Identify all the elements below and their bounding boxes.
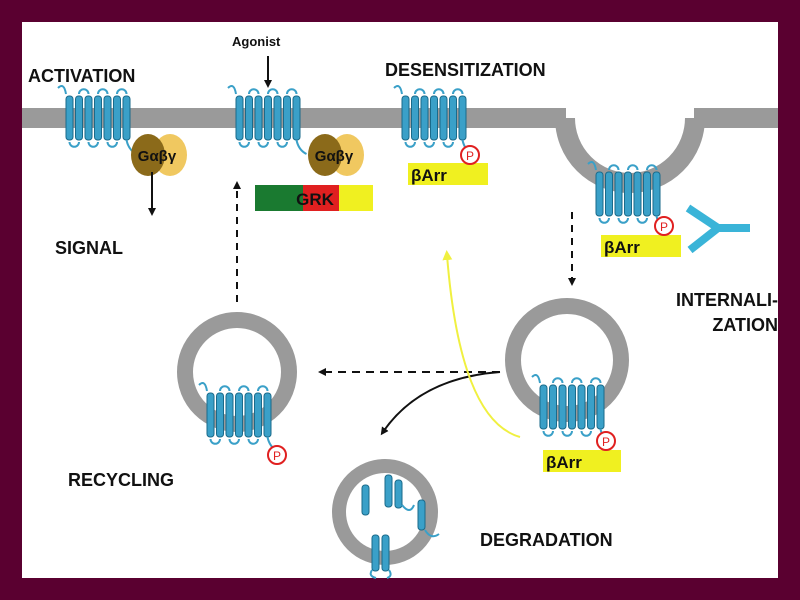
svg-text:βArr: βArr (546, 453, 582, 472)
svg-text:P: P (660, 220, 668, 234)
receptor-arrestin-bound (393, 85, 473, 155)
receptor-desensitization (227, 85, 307, 155)
svg-text:P: P (602, 435, 610, 449)
degradation-arrow (380, 371, 501, 436)
arrestin-internalization: βArr P (601, 216, 681, 257)
endosome-vesicle (505, 298, 629, 422)
svg-text:βArr: βArr (411, 166, 447, 185)
receptor-activation (57, 85, 137, 155)
svg-text:βArr: βArr (604, 238, 640, 257)
adaptor-y-shape-icon (685, 204, 750, 254)
receptor-recycling (198, 382, 278, 452)
phospho-recycling: P (267, 445, 287, 465)
label-internalization-2: ZATION (712, 315, 778, 335)
arrestin-desensitization: βArr P (408, 145, 488, 185)
label-degradation: DEGRADATION (480, 530, 613, 550)
receptor-endosome (531, 374, 611, 444)
svg-text:Gαβγ: Gαβγ (138, 148, 177, 165)
label-desensitization: DESENSITIZATION (385, 60, 546, 80)
arrestin-endosome: βArr P (543, 431, 621, 472)
grk-kinase: GRK (255, 185, 373, 211)
g-protein-desensitization: Gαβγ (308, 134, 364, 176)
svg-text:P: P (466, 149, 474, 163)
label-recycling: RECYCLING (68, 470, 174, 490)
receptor-internalizing (587, 161, 667, 231)
degraded-receptor-fragments (361, 474, 440, 579)
label-signal: SIGNAL (55, 238, 123, 258)
svg-text:P: P (273, 449, 281, 463)
arrestin-release-arrow (442, 250, 521, 438)
svg-text:GRK: GRK (296, 190, 335, 209)
svg-text:Gαβγ: Gαβγ (315, 148, 354, 165)
label-internalization-1: INTERNALI- (676, 290, 778, 310)
g-protein-activation: Gαβγ (131, 134, 187, 176)
label-agonist: Agonist (232, 34, 281, 49)
label-activation: ACTIVATION (28, 66, 135, 86)
